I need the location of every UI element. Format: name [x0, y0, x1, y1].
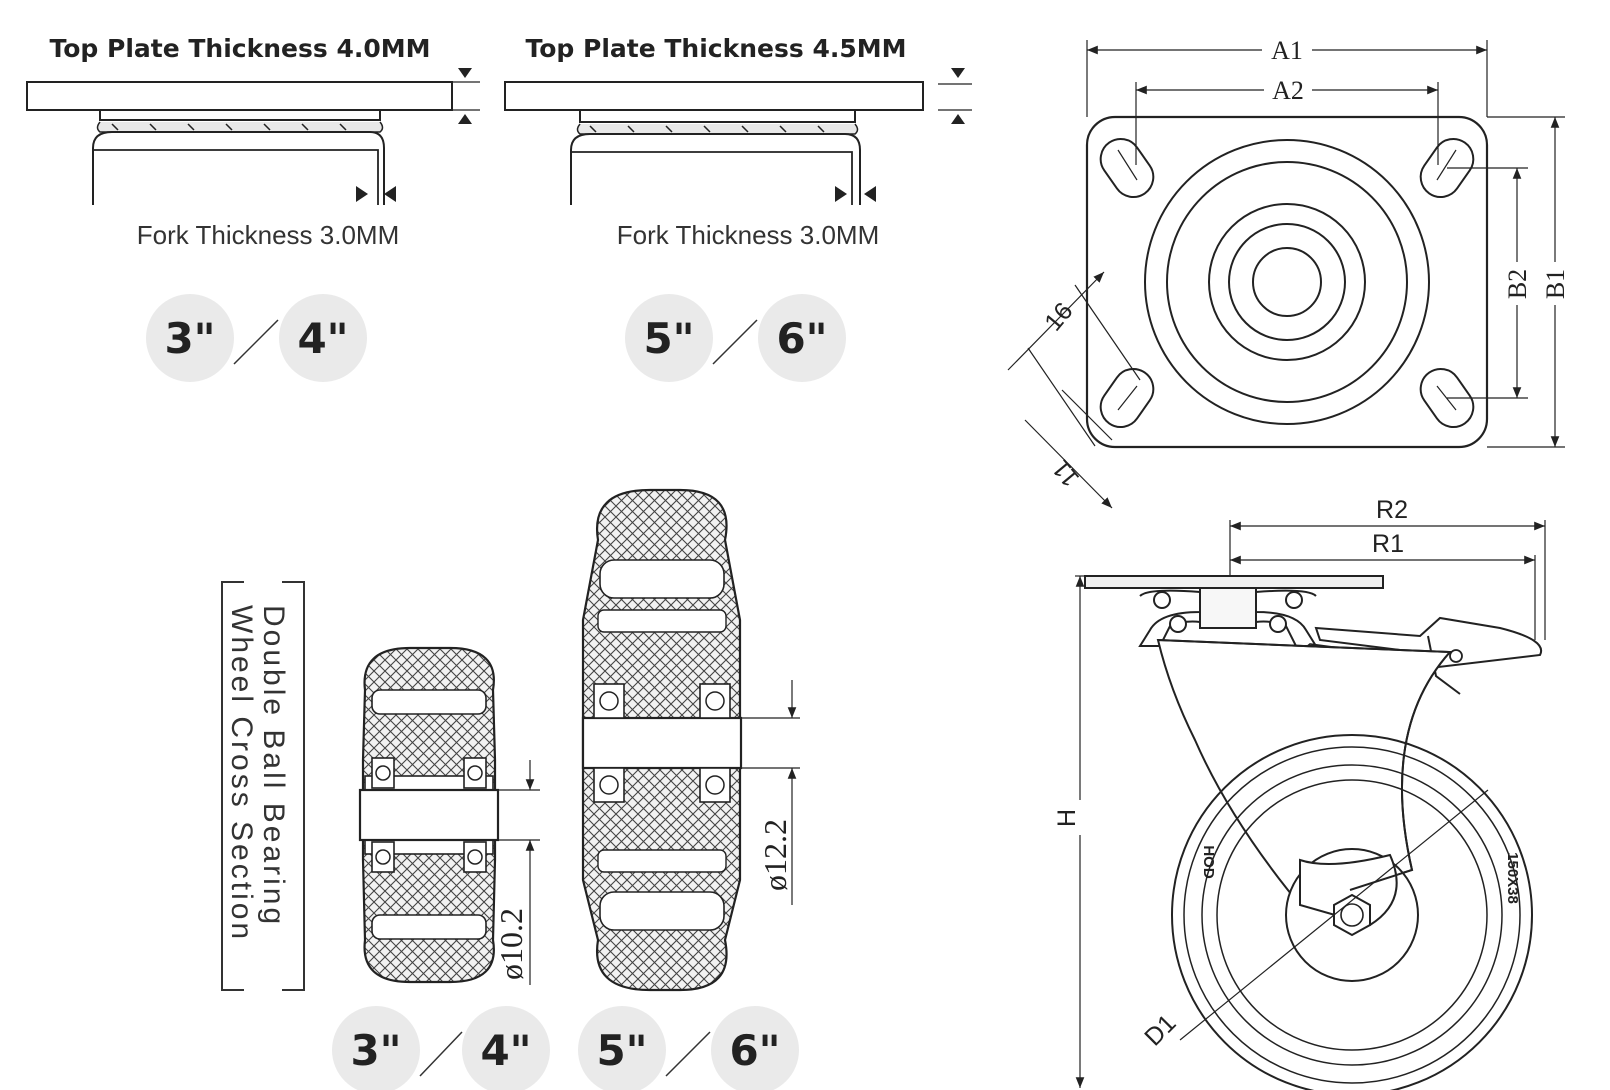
dim-b1-label: B1 — [1541, 269, 1570, 299]
plate-title-right: Top Plate Thickness 4.5MM — [525, 34, 906, 63]
size-badge-6in-bottom: 6" — [729, 1026, 780, 1075]
fork-caption-left: Fork Thickness 3.0MM — [137, 220, 399, 250]
dim-slot-length-label: 16 — [1039, 297, 1078, 336]
dim-d1-label: D1 — [1139, 1009, 1181, 1051]
dim-slot-width-label: 11 — [1047, 454, 1085, 492]
dim-a1-label: A1 — [1271, 36, 1303, 65]
dim-b2-label: B2 — [1503, 269, 1532, 299]
size-badge-5in-bottom: 5" — [596, 1026, 647, 1075]
size-badge-4in-bottom: 4" — [480, 1026, 531, 1075]
size-badge-4in: 4" — [297, 314, 348, 363]
bore-small-label: ø10.2 — [493, 908, 529, 980]
size-badge-5in: 5" — [643, 314, 694, 363]
size-badges-top-right: 5" 6" — [625, 294, 846, 382]
wheel-section-large: ø12.2 — [581, 488, 800, 992]
wheel-section-small: ø10.2 — [358, 646, 540, 985]
dim-r1-label: R1 — [1372, 530, 1404, 558]
caster-side-view: R2 R1 D1 HOD 150X38 — [1053, 496, 1546, 1090]
caption-line-1: Double Ball Bearing — [257, 605, 290, 927]
wheel-size-mark: 150X38 — [1504, 852, 1521, 904]
plate-title-left: Top Plate Thickness 4.0MM — [49, 34, 430, 63]
bore-large-label: ø12.2 — [757, 819, 793, 891]
fork-caption-right: Fork Thickness 3.0MM — [617, 220, 879, 250]
mounting-slot — [1099, 367, 1155, 429]
caption-line-2: Wheel Cross Section — [225, 605, 258, 942]
cross-section-caption: Double Ball Bearing Wheel Cross Section — [221, 581, 305, 991]
size-badge-3in-bottom: 3" — [350, 1026, 401, 1075]
plate-detail-right: Top Plate Thickness 4.5MM Fork Thickness… — [504, 34, 972, 250]
top-plate-view: A1 A2 B1 B2 16 11 — [1007, 36, 1570, 509]
plate-detail-left: Top Plate Thickness 4.0MM Fork Thickness… — [26, 34, 480, 250]
mounting-slot — [1419, 367, 1475, 429]
size-badges-bottom: 3" 4" 5" 6" — [332, 1006, 799, 1090]
mounting-slot — [1419, 137, 1475, 199]
dim-a2-label: A2 — [1272, 76, 1304, 105]
dim-r2-label: R2 — [1376, 496, 1408, 524]
mounting-slot — [1099, 137, 1155, 199]
size-badge-3in: 3" — [164, 314, 215, 363]
dim-h-label: H — [1053, 809, 1081, 827]
wheel-brand-mark: HOD — [1200, 845, 1217, 879]
size-badges-top-left: 3" 4" — [146, 294, 367, 382]
size-badge-6in: 6" — [776, 314, 827, 363]
